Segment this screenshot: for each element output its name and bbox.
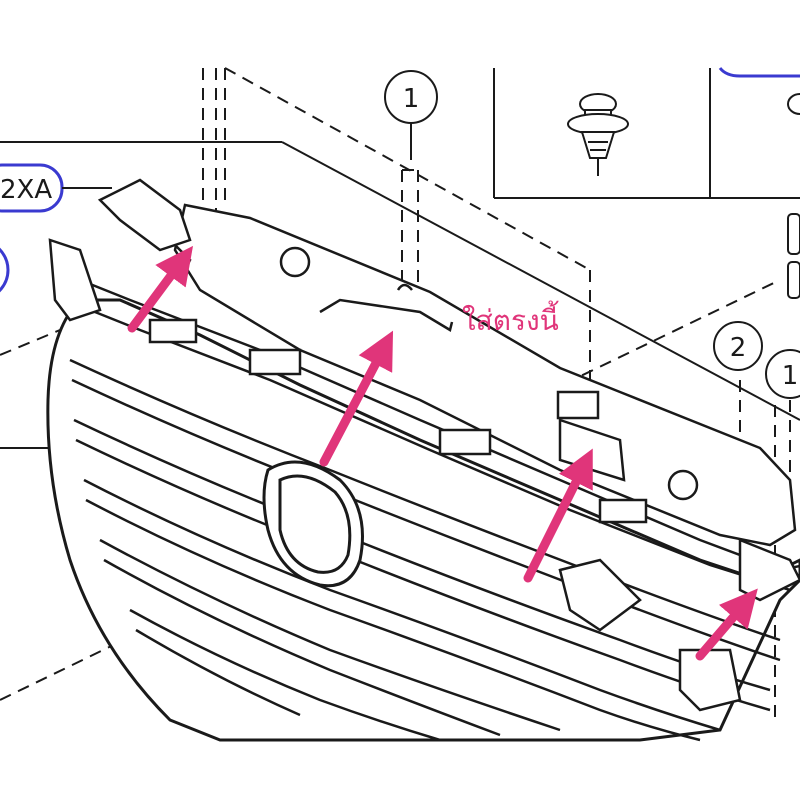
clip-icon-right bbox=[787, 93, 800, 299]
svg-text:1: 1 bbox=[782, 361, 799, 391]
right-end-bracket bbox=[558, 558, 742, 712]
svg-text:2: 2 bbox=[730, 333, 747, 363]
ref-callout-1-right: 1 bbox=[765, 349, 800, 399]
dashed-guide-lines bbox=[0, 67, 791, 720]
arrow-left-bracket bbox=[127, 245, 194, 333]
push-clip-icon bbox=[567, 93, 629, 176]
part-callout-2xa: 2XA bbox=[0, 163, 112, 213]
ref-callout-1-top: 1 bbox=[384, 70, 438, 160]
inset-right-partial bbox=[718, 67, 800, 78]
svg-text:2XA: 2XA bbox=[0, 175, 52, 205]
ref-callout-2-right: 2 bbox=[713, 321, 763, 371]
annotation-insert-here: ใส่ตรงนี้ bbox=[462, 300, 559, 337]
arrow-right-bracket bbox=[695, 588, 758, 661]
part-callout-left-partial bbox=[0, 247, 10, 293]
grille-upper-rail bbox=[48, 178, 800, 602]
solid-guide-lines bbox=[0, 141, 800, 449]
emblem-shape bbox=[262, 460, 364, 588]
svg-text:1: 1 bbox=[403, 84, 420, 114]
inset-box-clip bbox=[493, 68, 800, 199]
grille-frame bbox=[46, 298, 800, 742]
arrow-center-right bbox=[523, 448, 593, 583]
arrow-center-left bbox=[319, 330, 394, 467]
